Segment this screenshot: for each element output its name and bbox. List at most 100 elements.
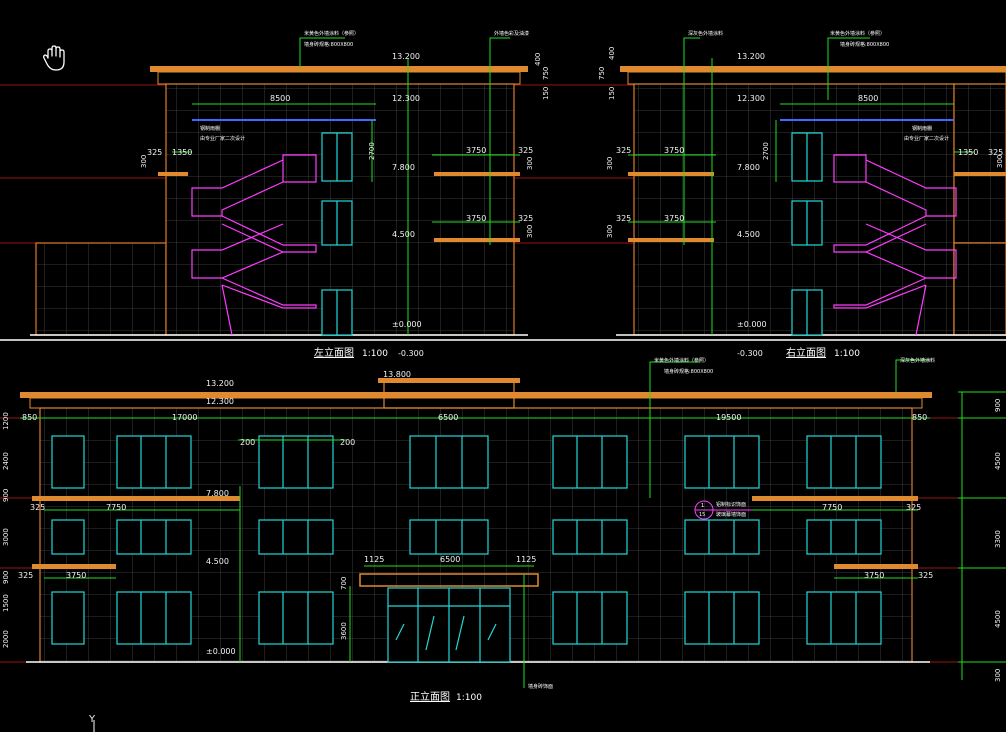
level-minus-0300: -0.300 <box>737 349 763 358</box>
left-elevation-cornice <box>150 66 528 72</box>
dim-7750-right: 7750 <box>822 503 842 512</box>
left-elevation[interactable]: 13.200 12.300 7.800 4.500 ±0.000 -0.300 … <box>30 30 550 359</box>
dim-300-lower: 300 <box>606 225 614 238</box>
dim-325-1f-left: 325 <box>18 571 33 580</box>
front-elevation-scale: 1:100 <box>456 693 482 703</box>
dim-3600: 3600 <box>340 622 348 640</box>
front-elevation-band-left-2f <box>32 496 240 501</box>
dim-3750-upper: 3750 <box>466 146 486 155</box>
dim-325-side: 325 <box>988 148 1003 157</box>
note-wall-tile: 墙身砖饰面 <box>528 683 553 690</box>
right-elevation-dims: 8500 3750 325 300 3750 325 300 1350 325 … <box>598 47 1004 238</box>
front-elevation-entrance-door <box>387 587 511 663</box>
note-wall-paint: 米黄色外墙涂料（参照） <box>304 30 359 37</box>
level-0000: ±0.000 <box>737 320 767 329</box>
dim-150: 150 <box>608 87 616 100</box>
dim-19500: 19500 <box>716 413 741 422</box>
right-elevation-title: 右立面图 <box>786 346 826 359</box>
dim-1350: 1350 <box>172 148 192 157</box>
dim-750: 750 <box>542 67 550 80</box>
left-elevation-leaders <box>172 37 520 335</box>
front-elevation-windows <box>51 435 882 645</box>
front-elevation-entrance-canopy <box>359 573 539 587</box>
left-elevation-dims: 8500 1350 325 300 3750 325 300 3750 325 … <box>140 53 550 238</box>
level-13200: 13.200 <box>392 52 420 61</box>
front-elevation-notes: 米黄色外墙涂料（参照） 墙身砖规格:800X800 深灰色外墙涂料 铝制标识饰面… <box>528 357 935 690</box>
level-13200: 13.200 <box>737 52 765 61</box>
dim-1200: 1200 <box>2 412 10 430</box>
level-minus-0300: -0.300 <box>398 349 424 358</box>
front-elevation-leaders <box>20 359 930 688</box>
dim-325-lower: 325 <box>616 214 631 223</box>
front-elevation-level-marks: 13.800 13.200 12.300 7.800 4.500 ±0.000 <box>206 370 411 656</box>
right-elevation-scale: 1:100 <box>834 349 860 359</box>
level-7800: 7.800 <box>392 163 415 172</box>
left-elevation-low-wing <box>35 242 167 336</box>
dim-2700: 2700 <box>762 142 770 160</box>
right-elevation-level-marks: 13.200 12.300 7.800 4.500 ±0.000 -0.300 <box>737 52 767 358</box>
note-second-design: 由专业厂家二次设计 <box>904 135 949 142</box>
front-elevation[interactable]: 1 15 13.800 13.200 12.300 7.800 4.500 ±0… <box>2 357 1006 703</box>
dim-900-lower: 900 <box>2 571 10 584</box>
dim-300-bottom: 300 <box>994 669 1002 682</box>
right-elevation[interactable]: 13.200 12.300 7.800 4.500 ±0.000 -0.300 … <box>598 30 1006 359</box>
dim-1125-left: 1125 <box>364 555 384 564</box>
right-elevation-cornice <box>620 66 1006 72</box>
dim-700: 700 <box>340 577 348 590</box>
left-elevation-band-balcony-2 <box>434 172 520 176</box>
dim-900: 900 <box>994 399 1002 412</box>
dim-750: 750 <box>598 67 606 80</box>
front-elevation-right-dim-chain <box>958 391 1006 680</box>
dim-2400: 2400 <box>2 452 10 470</box>
dim-300: 300 <box>140 155 148 168</box>
front-elevation-floor-dims: 325 7750 7750 325 325 3750 3750 325 1125… <box>18 438 933 580</box>
level-13200: 13.200 <box>206 379 234 388</box>
front-elevation-top-dims: 850 17000 6500 19500 850 <box>22 413 927 422</box>
level-12300: 12.300 <box>392 94 420 103</box>
pan-hand-icon <box>43 45 65 71</box>
dim-325-upper: 325 <box>616 146 631 155</box>
dim-200-right: 200 <box>340 438 355 447</box>
dim-850-right: 850 <box>912 413 927 422</box>
dim-6500-canopy: 6500 <box>440 555 460 564</box>
right-elevation-band-1 <box>628 172 714 176</box>
left-elevation-band-balcony-1 <box>434 238 520 242</box>
left-elevation-scale: 1:100 <box>362 349 388 359</box>
dim-4500-upper: 4500 <box>994 452 1002 470</box>
front-elevation-center-cap <box>378 378 520 383</box>
note-tile-size: 墙身砖规格:800X800 <box>304 41 353 48</box>
dim-325-2f-left: 325 <box>30 503 45 512</box>
right-elevation-doors <box>791 132 823 336</box>
dim-1125-right: 1125 <box>516 555 536 564</box>
left-elevation-doors <box>321 132 353 336</box>
dim-3300: 3300 <box>994 530 1002 548</box>
level-7800: 7.800 <box>737 163 760 172</box>
note-wall-paint: 米黄色外墙涂料（参照） <box>830 30 885 37</box>
note-aluminum: 铝制标识饰面 <box>716 501 746 508</box>
callout-top: 1 <box>701 503 704 509</box>
dim-400: 400 <box>608 47 616 60</box>
dim-17000: 17000 <box>172 413 197 422</box>
front-elevation-callout: 1 15 <box>694 500 752 520</box>
right-elevation-band-3 <box>954 172 1006 176</box>
front-elevation-band-right-1f <box>834 564 918 569</box>
front-elevation-band-left-1f <box>32 564 116 569</box>
dim-1500: 1500 <box>2 594 10 612</box>
dim-850-left: 850 <box>22 413 37 422</box>
front-elevation-title: 正立面图 <box>410 690 450 703</box>
dim-300-lower: 300 <box>526 225 534 238</box>
dim-3750-left: 3750 <box>66 571 86 580</box>
level-4500: 4.500 <box>737 230 760 239</box>
level-13800: 13.800 <box>383 370 411 379</box>
dim-3750-lower: 3750 <box>466 214 486 223</box>
right-elevation-cornice-lower <box>627 71 1006 85</box>
level-7800: 7.800 <box>206 489 229 498</box>
dim-325: 325 <box>147 148 162 157</box>
level-0000: ±0.000 <box>392 320 422 329</box>
left-elevation-level-marks: 13.200 12.300 7.800 4.500 ±0.000 -0.300 <box>392 52 424 358</box>
dim-8500: 8500 <box>858 94 878 103</box>
note-second-design: 由专业厂家二次设计 <box>200 135 245 142</box>
right-elevation-low-wing <box>953 242 1006 336</box>
callout-bottom: 15 <box>699 512 705 518</box>
